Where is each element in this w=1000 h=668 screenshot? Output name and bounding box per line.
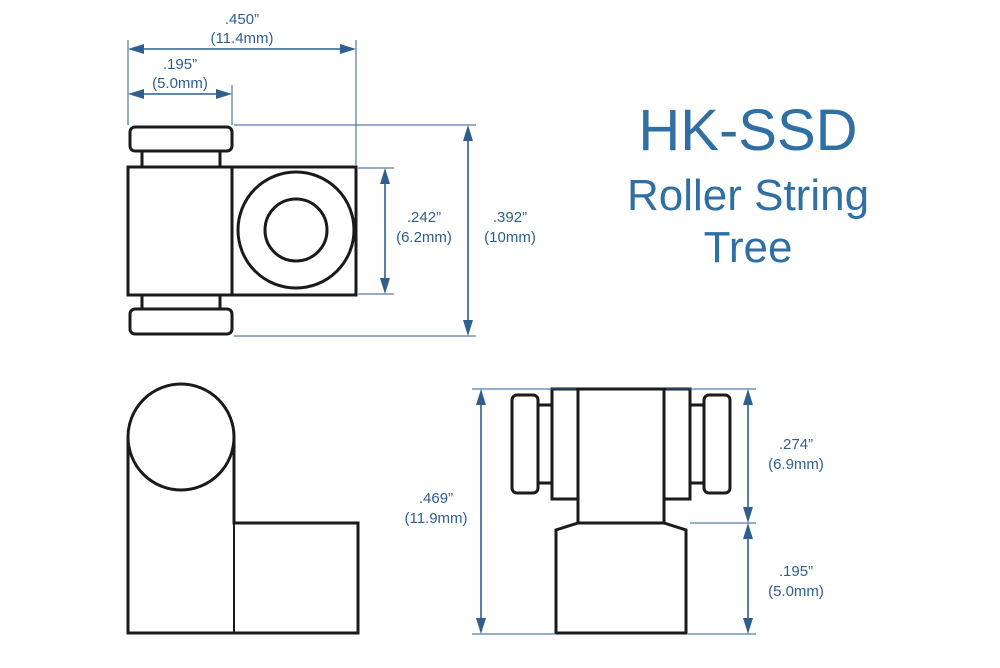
dim-top-height-body-inch: .242” xyxy=(407,209,441,226)
title-line-3: Tree xyxy=(704,223,793,272)
dim-front-height-roller-mm: (6.9mm) xyxy=(768,456,824,473)
title-line-2: Roller String xyxy=(627,171,869,220)
front-view-left-shaft xyxy=(536,403,554,485)
dim-top-width-overall-mm: (11.4mm) xyxy=(210,30,273,47)
dim-front-height-base: .195” (5.0mm) xyxy=(743,523,824,634)
dim-top-height-body-mm: (6.2mm) xyxy=(396,229,452,246)
top-flange-upper xyxy=(128,125,234,153)
dim-top-width-overall-inch: .450” xyxy=(225,11,259,28)
front-view xyxy=(510,387,732,635)
front-view-right-shaft xyxy=(688,403,706,485)
top-flange-lower xyxy=(128,307,234,336)
top-post-body xyxy=(126,165,234,297)
dim-top-width-post: .195” (5.0mm) xyxy=(128,56,232,99)
top-roller-inner xyxy=(263,197,329,263)
dim-front-height-overall-mm: (11.9mm) xyxy=(404,510,467,527)
top-view-extension-lines xyxy=(127,40,476,337)
dim-top-width-post-inch: .195” xyxy=(163,56,197,73)
top-shaft-upper xyxy=(140,149,222,169)
top-view xyxy=(126,125,358,336)
title-model: HK-SSD xyxy=(638,98,857,163)
front-view-right-roller xyxy=(662,387,692,501)
dim-front-height-base-inch: .195” xyxy=(779,563,813,580)
front-view-extension-lines xyxy=(472,388,756,635)
dim-top-height-overall-inch: .392” xyxy=(493,209,527,226)
dim-front-height-overall-inch: .469” xyxy=(419,490,453,507)
top-shaft-lower xyxy=(140,293,222,311)
dim-top-width-overall: .450” (11.4mm) xyxy=(128,11,356,54)
front-view-left-flange xyxy=(510,393,540,495)
front-view-post xyxy=(576,387,666,525)
dim-front-height-base-mm: (5.0mm) xyxy=(768,583,824,600)
dim-top-height-overall-mm: (10mm) xyxy=(484,229,536,246)
side-view xyxy=(126,382,360,635)
dim-top-height-overall: .392” (10mm) xyxy=(463,125,536,336)
front-view-base xyxy=(554,521,688,635)
dim-front-height-roller-inch: .274” xyxy=(779,436,813,453)
title-block: HK-SSD Roller String Tree xyxy=(627,98,869,272)
dim-front-height-overall: .469” (11.9mm) xyxy=(404,389,486,634)
dim-top-width-post-mm: (5.0mm) xyxy=(152,75,208,92)
dim-top-height-body: .242” (6.2mm) xyxy=(380,168,452,294)
front-view-left-roller xyxy=(550,387,580,501)
front-view-right-flange xyxy=(702,393,732,495)
side-view-roller-circle xyxy=(126,382,236,492)
dim-front-height-roller: .274” (6.9mm) xyxy=(743,389,824,523)
